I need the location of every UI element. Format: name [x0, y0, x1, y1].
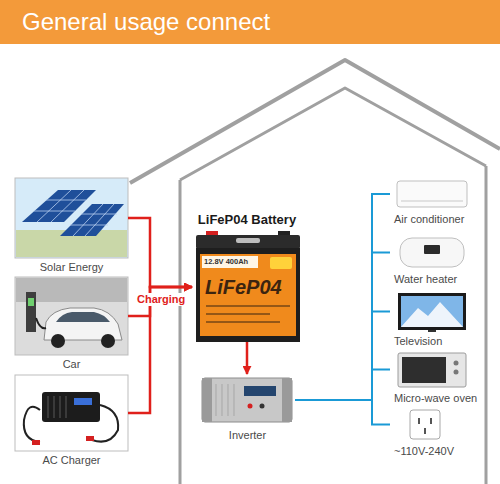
picture-area: [15, 375, 128, 451]
node-label: Car: [15, 358, 128, 371]
connector: [128, 287, 192, 316]
microwave-picture: [398, 353, 466, 387]
water-heater-picture: [400, 238, 464, 267]
outlet-box: ~110V-240V: [390, 407, 480, 458]
connector: [295, 312, 390, 401]
picture-area: [390, 291, 480, 332]
picture-area: [200, 374, 295, 426]
node-label: Micro-wave oven: [390, 392, 486, 405]
ac-charger-picture: [15, 375, 128, 451]
air-conditioner-picture: [397, 181, 467, 207]
battery-picture: [196, 231, 300, 342]
title-text: General usage connect: [22, 8, 270, 36]
inverter-picture: [202, 378, 292, 422]
television-picture: [398, 293, 466, 332]
node-label: AC Charger: [15, 454, 128, 467]
connector: [246, 342, 249, 374]
connector: [128, 218, 192, 287]
appliance-box: Water heater: [390, 235, 480, 286]
battery-brand: LiFeP04: [205, 276, 282, 298]
picture-area: [390, 407, 480, 442]
appliance-box: Air conditioner: [390, 178, 480, 226]
house-outline: [130, 60, 500, 484]
inverter-box: Inverter: [200, 374, 295, 442]
outlet-picture: [410, 410, 440, 439]
connector: [295, 370, 390, 401]
battery-rating: 12.8V 400Ah: [204, 257, 248, 267]
connector: [295, 400, 390, 425]
connector: [128, 287, 192, 413]
connector: [295, 194, 390, 400]
title-banner: [0, 0, 500, 44]
node-label: Television: [390, 335, 480, 348]
picture-area: [390, 350, 486, 389]
edge-label: Charging: [135, 293, 187, 306]
source-box: Car: [15, 277, 128, 371]
source-box: Solar Energy: [15, 178, 128, 274]
source-box: AC Charger: [15, 375, 128, 467]
appliance-box: Micro-wave oven: [390, 350, 486, 405]
connector: [295, 253, 390, 401]
node-label: Solar Energy: [15, 261, 128, 274]
node-label: Water heater: [390, 273, 480, 286]
solar-panel-picture: [15, 178, 128, 258]
picture-area: [15, 178, 128, 258]
picture-area: [390, 178, 480, 210]
picture-area: [15, 277, 128, 355]
appliance-box: Television: [390, 291, 480, 348]
box-heading: LiFeP04 Battery: [192, 212, 302, 228]
picture-area: [390, 235, 480, 270]
car-picture: [15, 277, 128, 355]
node-label: Air conditioner: [390, 213, 480, 226]
node-label: Inverter: [200, 429, 295, 442]
node-label: ~110V-240V: [390, 445, 480, 458]
